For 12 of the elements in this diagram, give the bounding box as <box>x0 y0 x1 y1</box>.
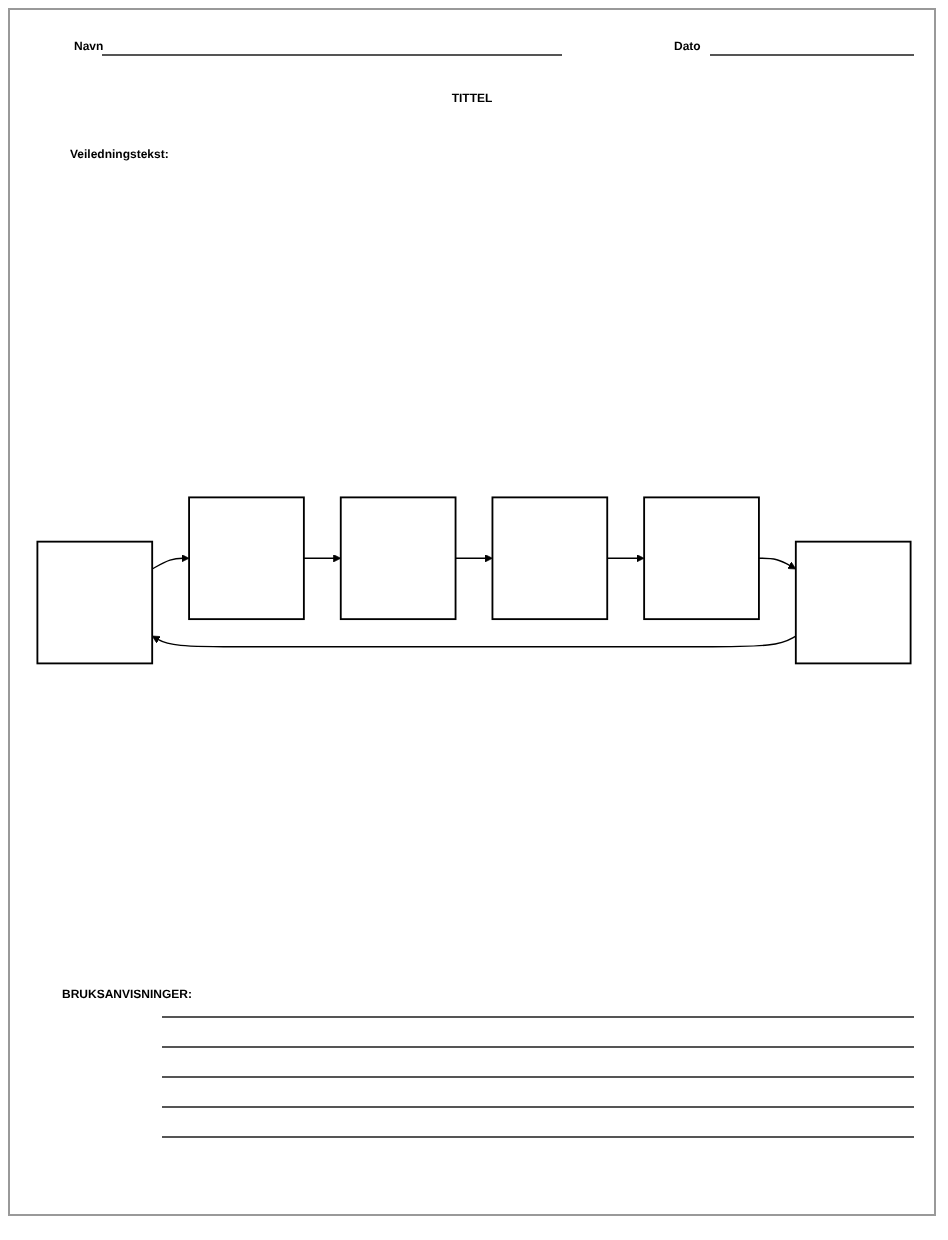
arrow <box>758 557 797 569</box>
arrow <box>303 553 342 562</box>
node-box <box>36 540 154 664</box>
node-box <box>339 496 457 620</box>
node-box <box>643 496 760 620</box>
arrow <box>606 553 645 562</box>
node-box <box>491 496 609 620</box>
arrow <box>151 634 797 648</box>
node-box <box>794 540 912 664</box>
node-box <box>188 496 305 620</box>
arrow <box>151 553 190 570</box>
arrow <box>454 553 493 562</box>
